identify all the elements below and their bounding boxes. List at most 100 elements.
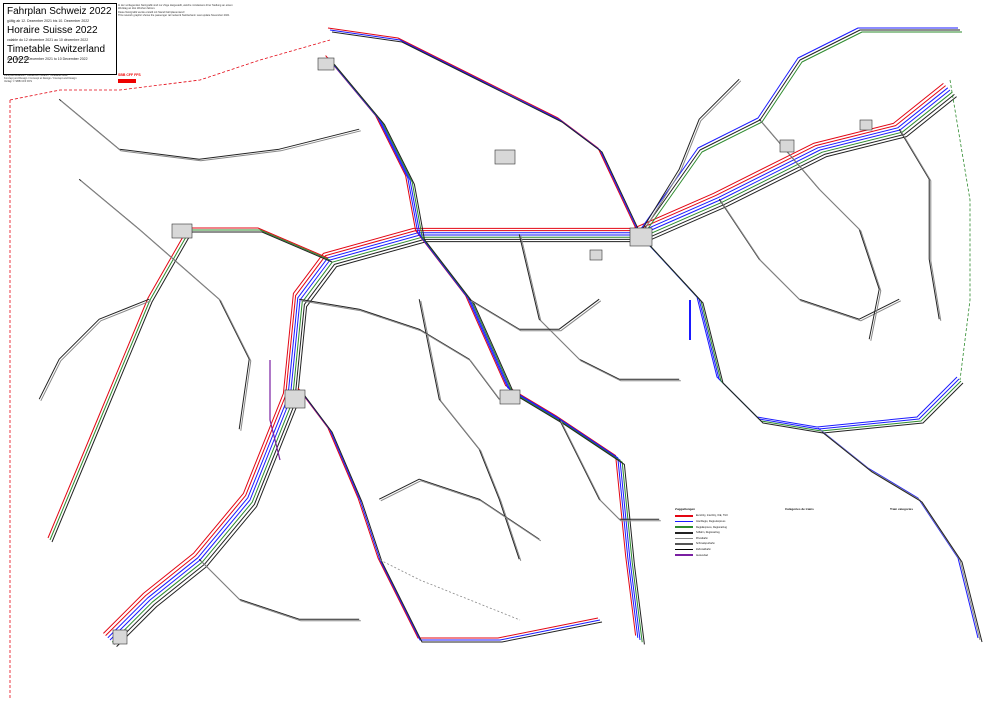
secondary-line	[78, 178, 250, 430]
secondary-line	[200, 560, 361, 622]
secondary-line	[198, 558, 360, 620]
secondary-line	[60, 100, 361, 162]
sbb-logo: SBB CFF FFS	[118, 73, 141, 77]
legend-swatch	[675, 526, 693, 528]
legend-swatch	[675, 520, 693, 523]
title-box: Fahrplan Schweiz 2022 gültig ab 12. Deze…	[3, 3, 117, 75]
trunk-east-west	[105, 85, 946, 636]
secondary-line	[300, 300, 502, 402]
notes-spec: Diese Netzgrafik wurde erstellt mit Stan…	[118, 10, 186, 14]
station-hub	[317, 57, 335, 71]
publisher-line-1: Fahrplanredaktion / Rédaction horaire / …	[4, 74, 68, 77]
legend-row: RegioExpress, Regionalzug	[675, 524, 775, 530]
secondary-line	[80, 180, 252, 431]
secondary-line	[420, 300, 522, 561]
legend-row: Schmalspurbahn	[675, 541, 775, 547]
jura-foot-line	[51, 231, 333, 543]
publisher-line-2: Konzept und Design / Concept et Design /…	[4, 77, 77, 81]
legend-row: Autoverlad	[675, 552, 775, 558]
legend-swatch	[675, 531, 693, 534]
zurich-radial-northeast	[637, 27, 958, 234]
zurich-radial-northeast	[641, 31, 962, 238]
trunk-east-west	[103, 83, 944, 634]
legend: Zuggattungen EuroCity, InterCity, ICE, T…	[675, 507, 993, 698]
valais-line	[297, 387, 599, 639]
jura-foot-line	[47, 227, 329, 539]
title-fr: Horaire Suisse 2022	[7, 25, 98, 36]
secondary-line	[558, 418, 660, 520]
legend-label: RegioExpress, Regionalzug	[696, 525, 727, 529]
station-hub	[284, 389, 306, 409]
legend-title-fr: Catégories de trains	[785, 507, 814, 511]
station-hub	[112, 629, 128, 645]
legend-label: Privatbahn	[696, 536, 708, 540]
graubuenden-line	[821, 431, 983, 643]
secondary-line	[638, 78, 740, 235]
secondary-line	[58, 98, 360, 160]
legend-swatch	[675, 537, 693, 540]
legend-title-de: Zuggattungen	[675, 507, 695, 511]
secondary-line	[380, 480, 542, 542]
trunk-east-west	[116, 96, 957, 647]
dashed-international-line	[9, 39, 331, 101]
secondary-line	[760, 120, 882, 341]
zurich-radial-north	[327, 27, 639, 234]
legend-swatch	[675, 543, 693, 545]
legend-swatch	[675, 548, 693, 551]
secondary-line	[38, 298, 150, 400]
station-hub	[589, 249, 603, 261]
validity-de: gültig ab 12. Dezember 2021 bis 10. Deze…	[7, 19, 90, 23]
station-nodes	[112, 57, 873, 645]
legend-label: Autoverlad	[696, 553, 708, 557]
secondary-line	[560, 420, 661, 522]
jura-foot-line	[49, 229, 331, 541]
sbb-logo-bar	[118, 79, 136, 83]
trunk-east-west	[109, 89, 951, 641]
legend-row: Privatbahn	[675, 536, 775, 542]
station-hub	[779, 139, 795, 153]
secondary-line	[468, 298, 600, 330]
secondary-line	[40, 300, 151, 402]
notes-block: In der vorliegenden Netzgrafik sind nur …	[118, 4, 243, 17]
publisher-block: Fahrplanredaktion / Rédaction horaire / …	[4, 74, 94, 84]
trunk-north-south	[327, 57, 639, 638]
secondary-line	[470, 300, 602, 332]
secondary-line	[520, 235, 681, 382]
trunk-north-south	[331, 61, 643, 643]
zurich-radial-east	[642, 237, 964, 434]
secondary-line	[900, 130, 942, 321]
zurich-radial-north	[329, 29, 641, 236]
secondary-line	[378, 478, 540, 540]
legend-label: EuroCity, InterCity, ICE, TGV	[696, 514, 728, 518]
trunk-north-south	[329, 59, 641, 641]
legend-label: S-Bahn, Regionalzug	[696, 531, 720, 535]
trunk-east-west	[114, 94, 955, 645]
notes-spec-en: This network graphic shows the passenger…	[118, 13, 230, 17]
zurich-radial-north	[331, 31, 643, 238]
legend-swatch	[675, 554, 693, 556]
secondary-line	[898, 128, 940, 320]
zurich-radial-east	[636, 231, 958, 428]
trunk-east-west	[111, 91, 953, 643]
zurich-radial-east	[638, 233, 960, 430]
legend-row: EuroCity, InterCity, ICE, TGV	[675, 513, 775, 519]
title-de: Fahrplan Schweiz 2022	[7, 6, 112, 17]
legend-title-en: Train categories	[890, 507, 914, 511]
validity-fr: valable du 12 décembre 2021 au 10 décemb…	[7, 38, 89, 42]
secondary-line	[299, 298, 500, 400]
legend-row: S-Bahn, Regionalzug	[675, 530, 775, 536]
legend-swatch	[675, 515, 693, 517]
network-lines	[9, 27, 983, 700]
station-hub	[171, 223, 193, 239]
valais-line	[299, 389, 601, 641]
zurich-radial-northeast	[639, 29, 960, 236]
trunk-east-west	[107, 87, 949, 639]
legend-label: Zahnradbahn	[696, 547, 711, 551]
station-hub	[494, 149, 516, 165]
dashed-narrow-gauge	[379, 559, 521, 621]
publisher-line-3: Verlag: © SBB CFF FFS	[4, 80, 32, 84]
trunk-north-south	[325, 55, 637, 636]
legend-col-3: Train categories	[890, 507, 990, 513]
trunk-north-south	[334, 64, 645, 645]
